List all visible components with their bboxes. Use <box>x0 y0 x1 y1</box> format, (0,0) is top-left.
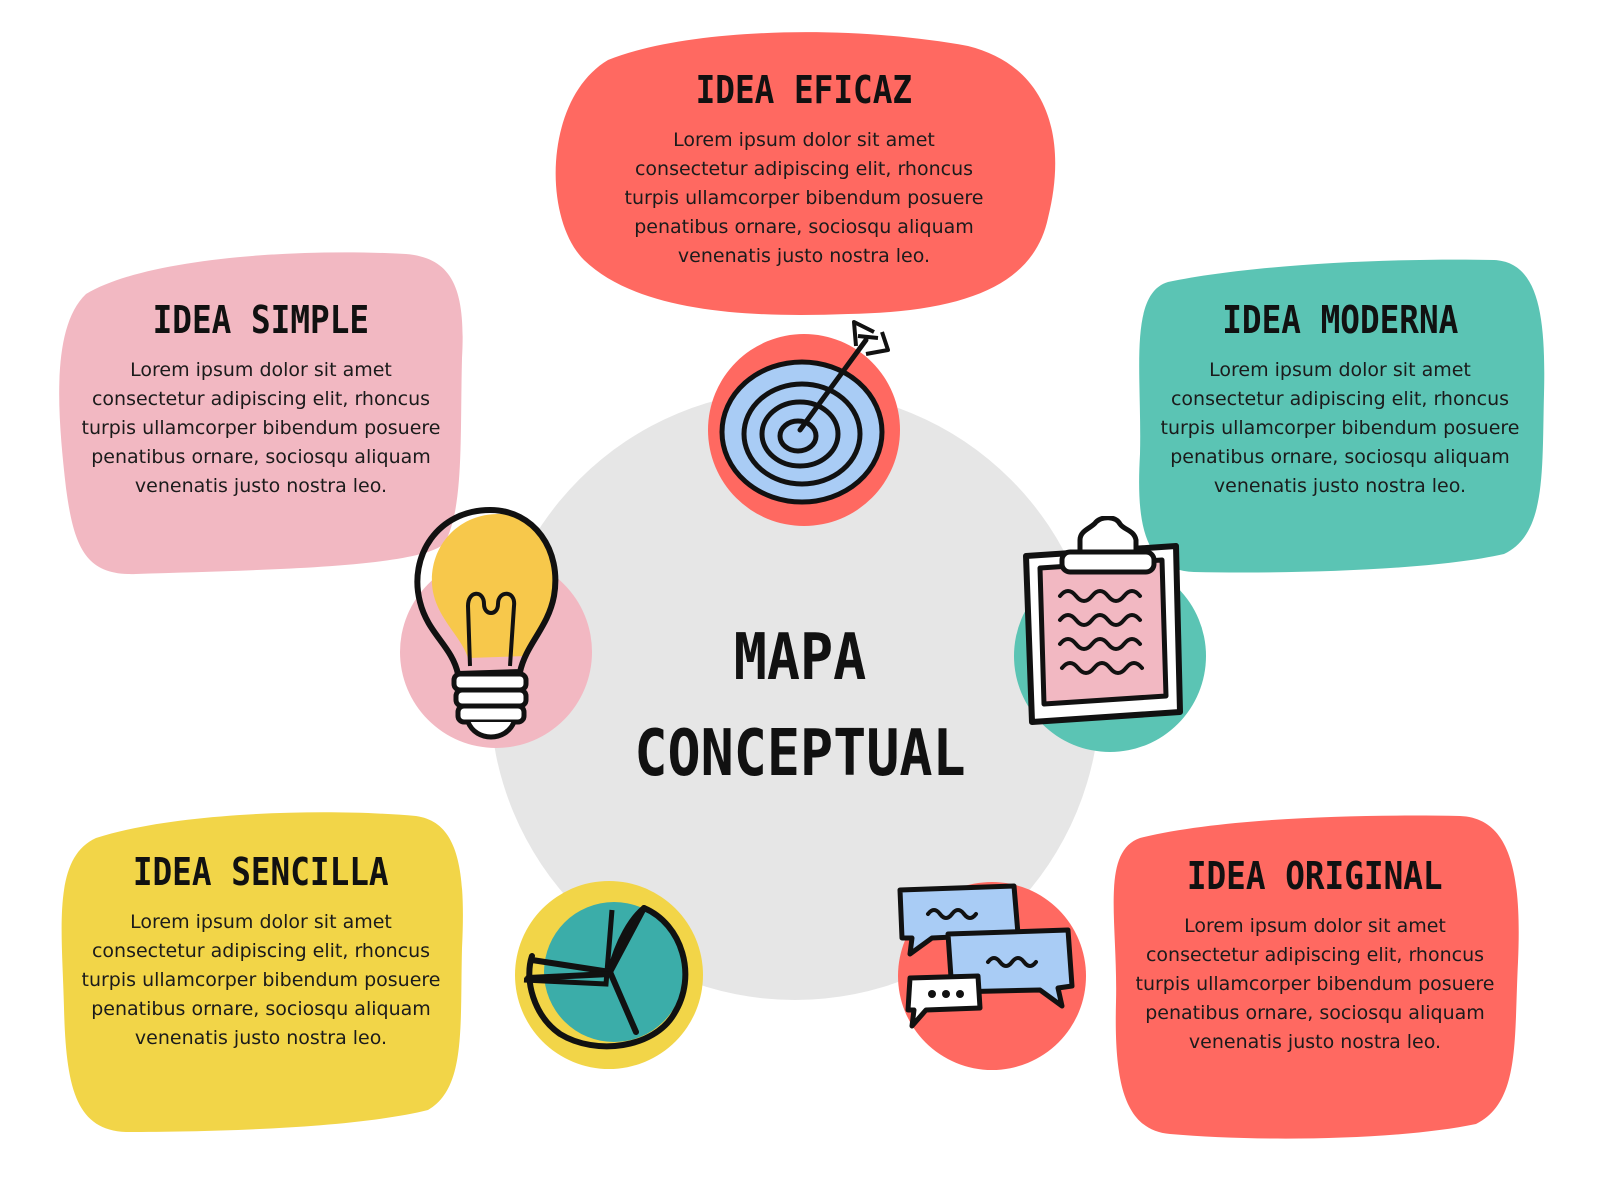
center-title-line2: CONCEPTUAL <box>634 717 966 791</box>
node-idea-eficaz-title: IDEA EFICAZ <box>695 68 913 112</box>
chat-bubbles-icon <box>897 882 1086 1070</box>
node-idea-sencilla: IDEA SENCILLA Lorem ipsum dolor sit amet… <box>56 808 466 1134</box>
node-idea-simple: IDEA SIMPLE Lorem ipsum dolor sit amet c… <box>56 248 466 576</box>
node-idea-sencilla-title: IDEA SENCILLA <box>133 850 389 894</box>
node-idea-eficaz-text: Lorem ipsum dolor sit amet consectetur a… <box>624 129 984 267</box>
node-idea-simple-shape <box>59 252 463 575</box>
node-idea-eficaz-shape <box>555 32 1056 316</box>
center-circle <box>490 390 1100 1000</box>
lightbulb-icon <box>400 507 592 748</box>
pie-chart-icon <box>515 881 703 1069</box>
node-idea-moderna: IDEA MODERNA Lorem ipsum dolor sit amet … <box>1134 254 1546 574</box>
node-idea-simple-title: IDEA SIMPLE <box>152 298 370 342</box>
node-idea-original-title: IDEA ORIGINAL <box>1187 854 1443 898</box>
node-idea-original-shape <box>1113 815 1519 1139</box>
node-idea-moderna-text: Lorem ipsum dolor sit amet consectetur a… <box>1160 359 1520 497</box>
node-idea-simple-text: Lorem ipsum dolor sit amet consectetur a… <box>81 359 441 497</box>
clipboard-icon <box>1014 516 1206 752</box>
node-idea-moderna-shape <box>1139 259 1545 573</box>
node-idea-sencilla-shape <box>61 812 463 1132</box>
node-idea-eficaz: IDEA EFICAZ Lorem ipsum dolor sit amet c… <box>548 28 1060 316</box>
target-icon <box>708 320 900 526</box>
center-title-line1: MAPA <box>733 621 867 695</box>
node-idea-original-text: Lorem ipsum dolor sit amet consectetur a… <box>1135 915 1495 1053</box>
center-title: MAPA CONCEPTUAL <box>480 610 1120 802</box>
node-idea-original: IDEA ORIGINAL Lorem ipsum dolor sit amet… <box>1110 812 1520 1142</box>
node-idea-sencilla-text: Lorem ipsum dolor sit amet consectetur a… <box>81 911 441 1049</box>
node-idea-moderna-title: IDEA MODERNA <box>1221 298 1459 342</box>
